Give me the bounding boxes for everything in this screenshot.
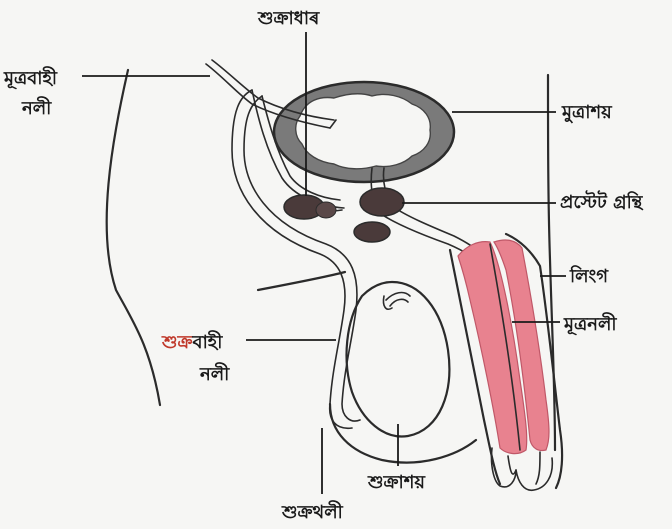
- label-vas-deferens-line1: শুক্রবাহী: [161, 330, 223, 353]
- thigh-outline: [258, 272, 345, 290]
- label-seminal-vesicle: শুক্রাধাৰ: [257, 8, 320, 29]
- label-vas-prefix: শুক্র: [161, 332, 193, 353]
- penile-urethra: [458, 240, 549, 454]
- label-vas-suffix: বাহী: [192, 330, 224, 353]
- label-bladder: মুত্ৰাশয়: [561, 102, 613, 123]
- scrotum: [330, 404, 476, 463]
- label-testis: শুক্ৰাশয়: [367, 472, 426, 493]
- urinary-bladder: [274, 82, 454, 182]
- label-penis: লিংগ: [569, 265, 609, 287]
- prostate-gland: [354, 188, 404, 242]
- label-ureter-line2: নলী: [21, 96, 52, 119]
- label-scrotum: শুক্ৰথলী: [281, 500, 344, 523]
- label-urethra: মূত্ৰনলী: [563, 312, 617, 335]
- body-outline-front: [548, 75, 555, 450]
- label-prostate: প্রস্টেট গ্রন্থি: [560, 190, 644, 213]
- label-ureter-line1: মূত্ৰবাহী: [3, 66, 58, 89]
- label-vas-deferens-line2: নলী: [199, 362, 230, 385]
- testis: [347, 282, 450, 437]
- body-outline-back: [107, 70, 160, 405]
